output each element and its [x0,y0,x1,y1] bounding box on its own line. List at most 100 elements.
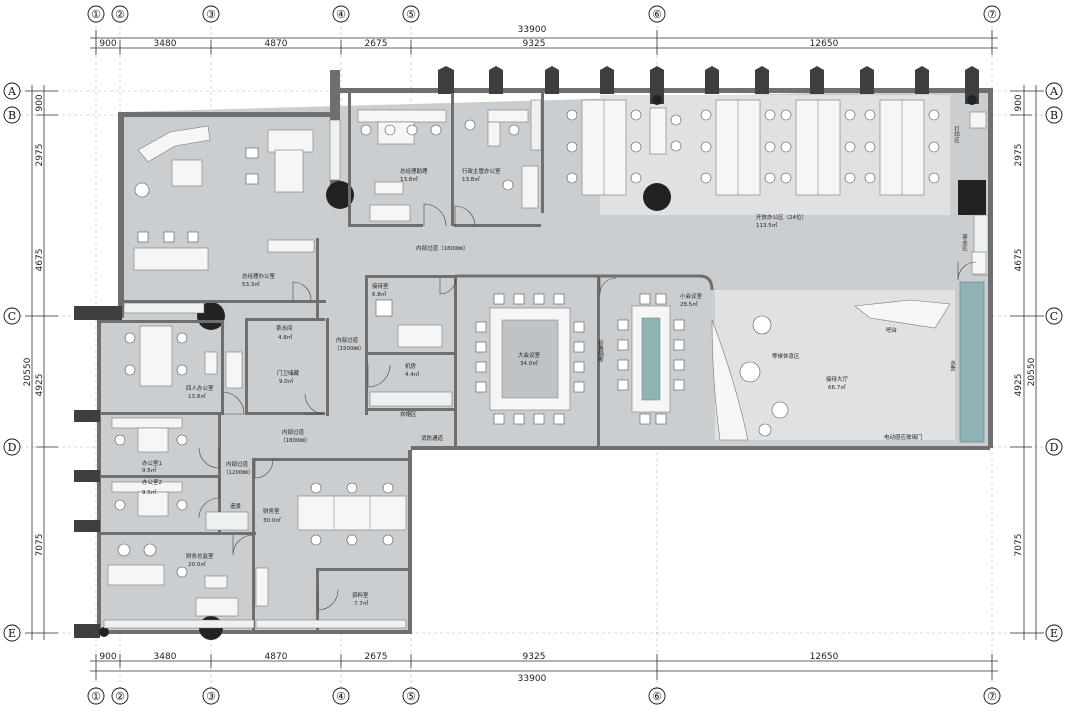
label-landscape: 造景 [230,502,242,510]
label-gm-assistant: 总经理助理 [400,167,428,175]
dim-top-seg: 4870 [265,39,288,49]
area-office-1: 9.5㎡ [142,466,157,474]
label-machine-room: 机房 [405,362,417,370]
dim-left-seg: 7075 [35,534,45,557]
label-admin-office: 行政主管办公室 [462,167,501,175]
label-gm-office: 总经理办公室 [242,272,276,280]
dim-bottom-total: 33900 [518,674,547,684]
label-fire-exit: 消防通道 [421,434,444,442]
label-reception-hall: 接待大厅 [826,375,849,383]
open-office-desk-banks [581,99,925,196]
label-bar: 吧台 [886,326,898,334]
interior-walls [101,93,714,632]
label-water-feature: 水景 [949,359,956,373]
axis-col-7: ⑦ [987,8,997,21]
water-feature-pool [959,281,985,443]
axis-col-4: ④ [336,690,346,703]
dim-left-seg: 2975 [35,144,45,167]
label-small-meeting: 小会议室 [680,292,703,300]
axis-row-c: C [8,310,16,323]
axis-row-d: D [8,441,17,454]
area-open-office: 113.5㎡ [756,221,778,229]
label-storage: 衣帽区 [400,410,417,418]
sub-inner-corridor-1500: （1500㎜） [334,345,365,352]
axis-col-2: ② [115,8,125,21]
label-finance-director: 财务总监室 [186,552,214,560]
dim-left-seg: 900 [35,94,45,111]
area-reception-hall: 66.7㎡ [828,383,846,391]
furniture [107,99,987,617]
label-corridor-mid: 内部过道 [282,428,305,436]
label-folding-partition: 折叠隔断 [597,339,604,364]
dim-top-seg: 2675 [365,39,388,49]
axis-col-2: ② [115,690,125,703]
axis-row-a: A [7,85,17,98]
label-archive: 资料室 [352,591,369,599]
axis-row-b: B [8,109,16,122]
label-inner-corridor-1500: 内部过道 [336,336,359,344]
sub-corridor-1200: （1200㎜） [223,469,254,476]
door-swings [198,203,977,611]
small-meeting-table [617,293,685,425]
area-gm-office: 53.3㎡ [242,280,260,288]
area-tea-room: 4.8㎡ [278,333,293,341]
axis-col-1: ① [91,8,101,21]
label-corridor-top: 内部过道（1800㎜） [416,244,469,252]
right-dimensions: 900 2975 4675 4925 20550 7075 [1010,85,1044,640]
axis-col-1: ① [91,690,101,703]
axis-row-c: C [1050,310,1058,323]
area-gm-assistant: 13.8㎡ [400,175,418,183]
label-open-office: 开放办公区（24位） [756,213,807,221]
dim-right-seg: 900 [1014,94,1024,111]
label-auto-door: 电动感应玻璃门 [884,433,923,441]
axis-col-3: ③ [206,690,216,703]
label-reception-room: 接待室 [372,282,389,290]
left-dimensions: 900 2975 4675 20550 4925 7075 [23,85,58,640]
axis-col-4: ④ [336,8,346,21]
label-office-2: 办公室2 [142,478,162,486]
axis-row-e: E [8,627,16,640]
area-big-meeting: 34.0㎡ [520,359,538,367]
label-print-area: 打印区 [953,125,960,143]
dim-bottom-seg: 12650 [810,652,839,662]
dim-top-seg: 9325 [523,39,546,49]
label-finance: 财务室 [263,507,280,515]
dim-bottom-seg: 9325 [523,652,546,662]
axis-row-d: D [1050,441,1059,454]
dim-bottom-seg: 3480 [154,652,177,662]
area-small-meeting: 28.5㎡ [680,300,698,308]
dim-right-seg: 2975 [1014,144,1024,167]
area-store-room: 9.0㎡ [279,377,294,385]
area-reception-room: 6.8㎡ [372,290,387,298]
area-four-person-office: 13.8㎡ [188,392,206,400]
area-admin-office: 13.8㎡ [462,175,480,183]
open-office-chairs [566,109,940,184]
axis-col-6: ⑥ [652,690,662,703]
dim-right-seg: 7075 [1014,534,1024,557]
axis-row-e: E [1050,627,1058,640]
label-four-person-office: 四人办公室 [186,384,214,392]
label-lounge: 等候休息区 [772,352,800,360]
axis-row-b: B [1050,109,1058,122]
axis-row-a: A [1049,85,1059,98]
axis-col-6: ⑥ [652,8,662,21]
dim-left-total: 20550 [23,357,33,386]
room-labels: 总经理办公室 53.3㎡ 总经理助理 13.8㎡ 行政主管办公室 13.8㎡ 开… [142,125,968,607]
dim-bottom-seg: 900 [99,652,116,662]
dim-top-total: 33900 [518,25,547,35]
axis-col-5: ⑤ [406,8,416,21]
dim-right-seg: 4675 [1014,249,1024,272]
sub-corridor-mid: （1800㎜） [280,437,311,444]
axis-col-3: ③ [206,8,216,21]
big-meeting-table [475,293,585,425]
column-axis-labels: ① ② ③ ④ ⑤ ⑥ ⑦ ① ② ③ ④ ⑤ ⑥ ⑦ [87,5,1001,705]
label-office-1: 办公室1 [142,459,162,467]
area-archive: 7.7㎡ [354,599,369,607]
storage-strips [103,99,989,629]
area-finance: 30.0㎡ [263,516,281,524]
label-pantry: 茶水区 [961,233,968,251]
dim-top-seg: 900 [99,39,116,49]
bottom-dimensions: 900 3480 4870 2675 9325 12650 33900 [90,652,998,684]
label-store-room: 门卫储藏 [277,369,300,377]
